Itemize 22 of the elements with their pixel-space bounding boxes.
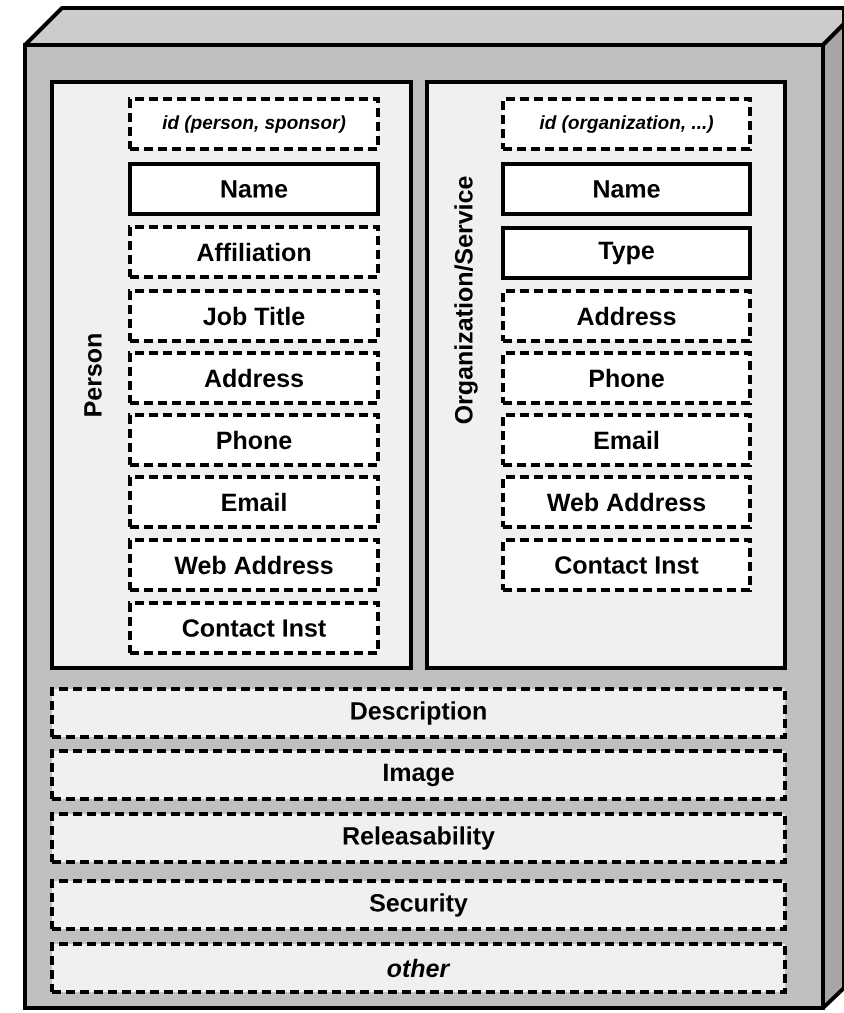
field-box: Contact Inst <box>501 538 752 592</box>
field-box: id (organization, ...) <box>501 97 752 151</box>
field-box: Web Address <box>501 475 752 529</box>
field-band: Image <box>50 749 787 801</box>
field-band: other <box>50 942 787 994</box>
field-box: Phone <box>128 413 380 467</box>
field-band: Security <box>50 879 787 931</box>
field-box: Web Address <box>128 538 380 592</box>
field-box: Email <box>128 475 380 529</box>
field-box: Name <box>501 162 752 216</box>
field-box: Type <box>501 226 752 280</box>
field-box: Contact Inst <box>128 601 380 655</box>
field-box: id (person, sponsor) <box>128 97 380 151</box>
field-box: Affiliation <box>128 225 380 279</box>
field-box: Address <box>501 289 752 343</box>
field-band: Releasability <box>50 812 787 864</box>
field-box: Address <box>128 351 380 405</box>
field-band: Description <box>50 687 787 739</box>
field-box: Job Title <box>128 289 380 343</box>
field-box: Name <box>128 162 380 216</box>
field-box: Phone <box>501 351 752 405</box>
field-box: Email <box>501 413 752 467</box>
